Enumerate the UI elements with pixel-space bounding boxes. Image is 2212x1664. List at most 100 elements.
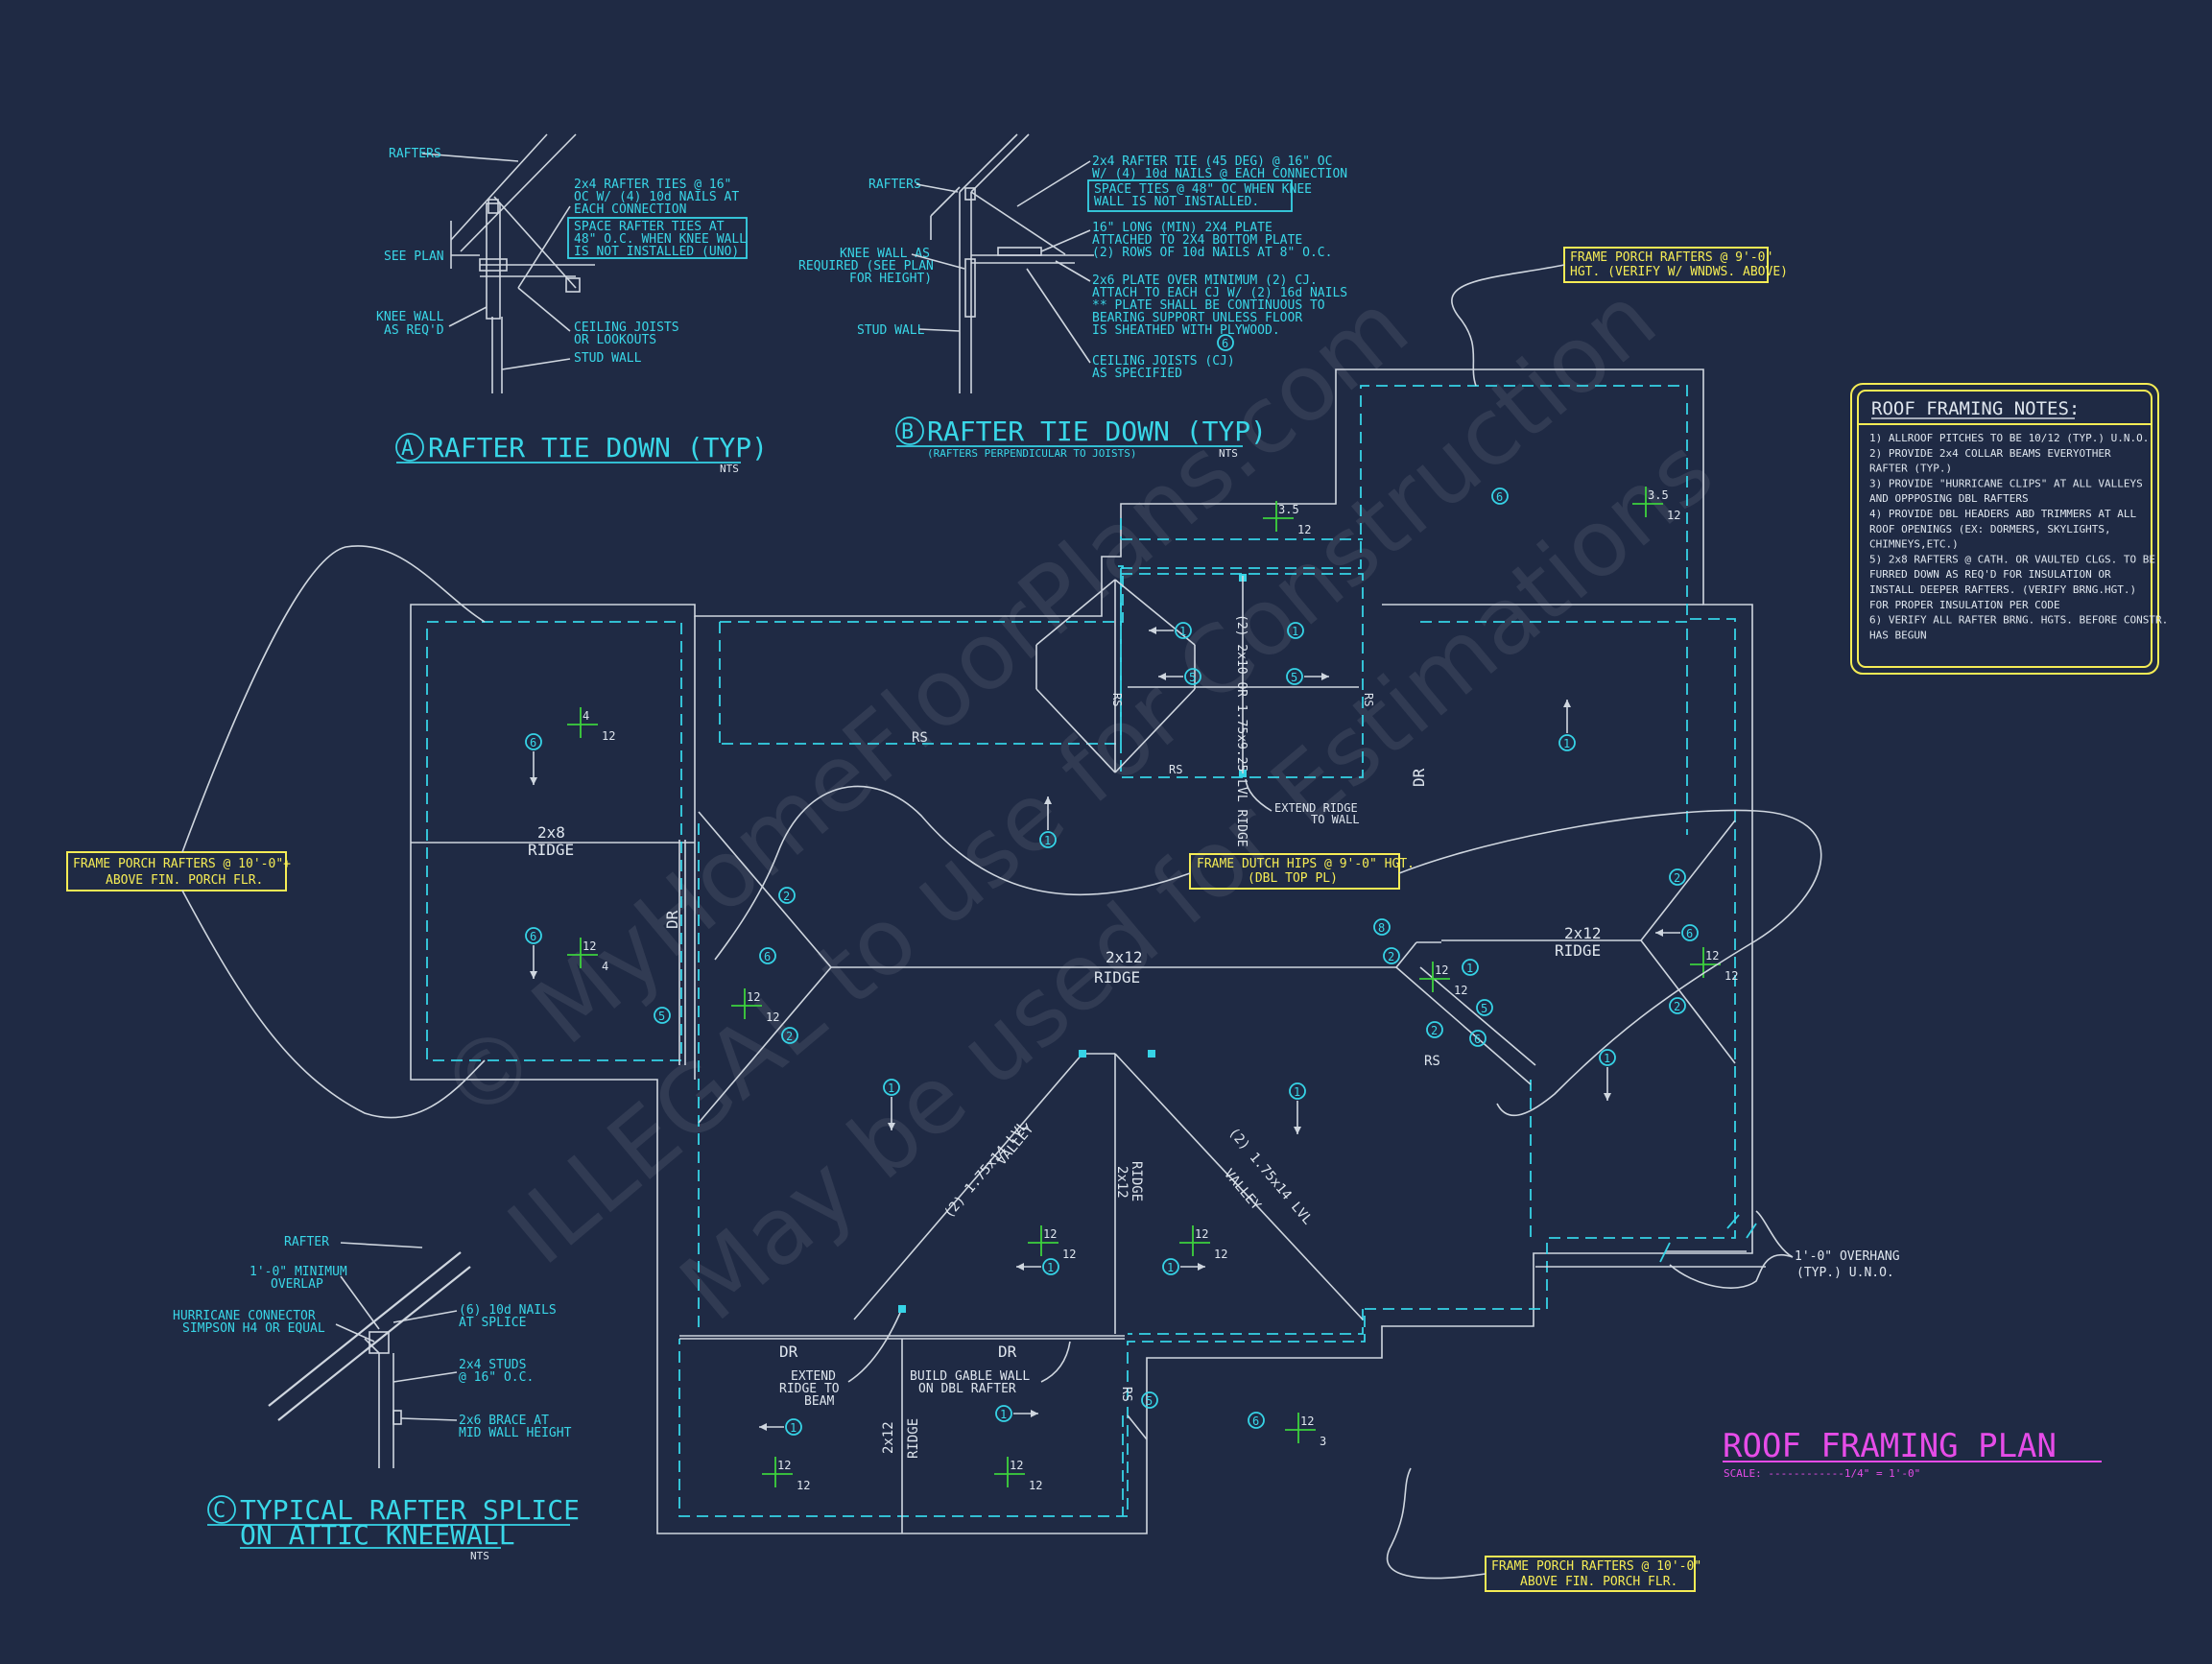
rafter-mark: 1 — [1289, 1082, 1306, 1134]
detail-b-tie-1: 2x4 RAFTER TIE (45 DEG) @ 16" OC — [1092, 155, 1332, 169]
svg-text:4: 4 — [583, 709, 589, 723]
callout-porch-left-2: ABOVE FIN. PORCH FLR. — [106, 873, 263, 888]
svg-text:1: 1 — [1563, 737, 1570, 750]
extend-beam-3: BEAM — [804, 1394, 834, 1409]
callout-dutch-1: FRAME DUTCH HIPS @ 9'-0" HGT. — [1197, 857, 1415, 871]
rafter-mark: 2 — [1383, 947, 1400, 964]
notes-line: AND OPPPOSING DBL RAFTERS — [1869, 492, 2029, 505]
rafter-mark: 1 — [759, 1418, 802, 1436]
svg-text:12: 12 — [797, 1479, 810, 1492]
plan-perimeter — [410, 368, 1753, 1534]
ridge-2x12-size: 2x12 — [1106, 948, 1143, 966]
rafter-mark: 1 — [1162, 1258, 1205, 1275]
detail-b-marker: B — [901, 420, 914, 444]
detail-b-plate-1: 16" LONG (MIN) 2X4 PLATE — [1092, 221, 1272, 235]
rafter-mark: 5 — [1141, 1391, 1158, 1409]
callout-porch-top-1: FRAME PORCH RAFTERS @ 9'-0" — [1570, 250, 1772, 265]
plan-title: ROOF FRAMING PLAN — [1723, 1427, 2057, 1465]
svg-text:2: 2 — [1388, 950, 1394, 963]
detail-a-tie-2: OC W/ (4) 10d NAILS AT — [574, 190, 739, 204]
notes-line: 6) VERIFY ALL RAFTER BRNG. HGTS. BEFORE … — [1869, 614, 2168, 627]
rafter-mark: 8 — [1373, 918, 1391, 936]
gable-2: ON DBL RAFTER — [918, 1382, 1016, 1396]
ridge-v-size: 2x12 — [1114, 1166, 1130, 1199]
svg-text:12: 12 — [747, 990, 760, 1004]
detail-b-rafters: RAFTERS — [868, 178, 921, 192]
svg-text:1: 1 — [1167, 1261, 1174, 1274]
detail-a: RAFTERS SEE PLAN KNEE WALL AS REQ'D 2x4 … — [376, 133, 768, 475]
svg-text:1: 1 — [1604, 1052, 1610, 1065]
rafter-mark: 2 — [1669, 997, 1686, 1014]
svg-text:2: 2 — [1431, 1024, 1438, 1037]
detail-c-title-1: TYPICAL RAFTER SPLICE — [240, 1494, 580, 1526]
plan-eave-line — [426, 621, 682, 1061]
extend-beam-2: RIDGE TO — [779, 1382, 840, 1396]
callout-dutch-2: (DBL TOP PL) — [1248, 871, 1338, 886]
rafter-mark: 2 — [781, 1027, 798, 1044]
detail-c-min-2: OVERLAP — [271, 1277, 323, 1292]
detail-c-nails-1: (6) 10d NAILS — [459, 1303, 557, 1318]
notes-lines: 1) ALLROOF PITCHES TO BE 10/12 (TYP.) U.… — [1869, 432, 2168, 641]
detail-c-brace-2: MID WALL HEIGHT — [459, 1426, 572, 1440]
dr-label-left: DR — [663, 910, 681, 929]
detail-b-subtitle: (RAFTERS PERPENDICULAR TO JOISTS) — [927, 447, 1137, 460]
rafter-mark: 5 — [1158, 668, 1201, 685]
detail-a-space-1: SPACE RAFTER TIES AT — [574, 220, 725, 234]
svg-text:6: 6 — [1496, 490, 1503, 504]
detail-c-min-1: 1'-0" MINIMUM — [250, 1265, 347, 1279]
detail-b-over-3: ** PLATE SHALL BE CONTINUOUS TO — [1092, 298, 1325, 313]
callout-porch-bottom-2: ABOVE FIN. PORCH FLR. — [1520, 1575, 1677, 1589]
pitch-mark: 3.512 — [1263, 501, 1311, 536]
rafter-mark: 1 — [1149, 622, 1192, 639]
plan-title-block: ROOF FRAMING PLAN SCALE: ------------1/4… — [1723, 1427, 2102, 1480]
pitch-mark: 124 — [567, 938, 608, 973]
notes-line: ROOF OPENINGS (EX: DORMERS, SKYLIGHTS, — [1869, 523, 2111, 535]
svg-text:12: 12 — [1010, 1459, 1023, 1472]
watermark-line-3: May be used for Estimations — [660, 417, 1732, 1342]
svg-text:2: 2 — [1674, 1000, 1680, 1013]
detail-c-nails-2: AT SPLICE — [459, 1316, 526, 1330]
svg-text:12: 12 — [1297, 523, 1311, 536]
svg-text:1: 1 — [1047, 1261, 1054, 1274]
detail-b-knee-1: KNEE WALL AS — [840, 247, 930, 261]
dr-label-bottom-2: DR — [998, 1343, 1017, 1361]
detail-c-studs-2: @ 16" O.C. — [459, 1370, 534, 1385]
detail-a-tie-1: 2x4 RAFTER TIES @ 16" — [574, 178, 731, 192]
extend-beam-1: EXTEND — [791, 1369, 836, 1384]
pitch-symbols: 4121243.5123.512121212121212121212121212… — [567, 487, 1738, 1492]
detail-b-plate-2: ATTACHED TO 2X4 BOTTOM PLATE — [1092, 233, 1302, 248]
svg-text:5: 5 — [1481, 1002, 1487, 1015]
svg-text:12: 12 — [583, 939, 596, 953]
detail-a-see-plan: SEE PLAN — [384, 250, 444, 264]
detail-a-space-2: 48" O.C. WHEN KNEE WALL — [574, 232, 747, 247]
rs-label-bottom-v: RS — [1119, 1387, 1133, 1402]
rafter-mark: 5 — [654, 1007, 671, 1024]
pitch-mark: 123 — [1285, 1413, 1326, 1448]
svg-text:12: 12 — [1214, 1248, 1227, 1261]
notes-line: 2) PROVIDE 2x4 COLLAR BEAMS EVERYOTHER — [1869, 447, 2111, 460]
pitch-mark: 3.512 — [1632, 487, 1680, 522]
ridge-b-size: 2x12 — [881, 1421, 896, 1454]
detail-c-marker: C — [213, 1499, 226, 1523]
detail-a-marker: A — [401, 437, 414, 461]
rafter-mark: 6 — [1469, 1030, 1487, 1047]
detail-a-rafters: RAFTERS — [389, 147, 441, 161]
rafter-mark: 2 — [1426, 1021, 1443, 1038]
detail-c-brace-1: 2x6 BRACE AT — [459, 1414, 549, 1428]
svg-text:6: 6 — [1252, 1414, 1259, 1428]
svg-text:2: 2 — [783, 890, 790, 903]
ridge-v-label: RIDGE — [1129, 1161, 1144, 1201]
svg-text:5: 5 — [1189, 671, 1196, 684]
svg-text:12: 12 — [602, 729, 615, 743]
svg-text:3: 3 — [1320, 1435, 1326, 1448]
notes-line: 3) PROVIDE "HURRICANE CLIPS" AT ALL VALL… — [1869, 477, 2143, 489]
svg-text:2: 2 — [786, 1030, 793, 1043]
detail-b-over-2: ATTACH TO EACH CJ W/ (2) 16d NAILS — [1092, 286, 1347, 300]
notes-line: INSTALL DEEPER RAFTERS. (VERIFY BRNG.HGT… — [1869, 583, 2136, 596]
detail-a-scale: NTS — [720, 463, 739, 475]
detail-b-stud: STUD WALL — [857, 323, 925, 338]
detail-b-cj-2: AS SPECIFIED — [1092, 367, 1182, 381]
